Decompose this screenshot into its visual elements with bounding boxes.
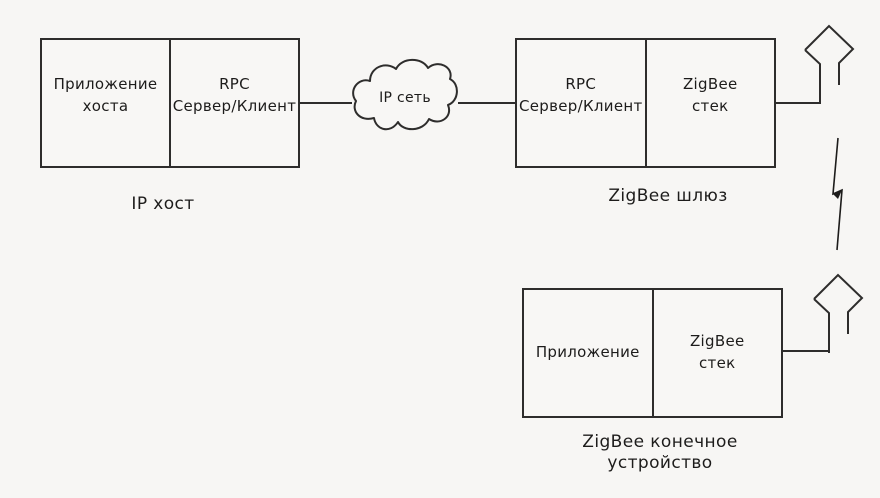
connector-host-to-cloud (300, 102, 352, 104)
ip-network-label: IP сеть (379, 90, 431, 106)
end-device-antenna-wire (783, 350, 830, 352)
gateway-stack-label: ZigBee стек (682, 75, 738, 115)
gateway-caption: ZigBee шлюз (608, 186, 728, 206)
gateway-stack-cell: ZigBee стек (647, 40, 775, 166)
end-device-app-label: Приложение (535, 343, 640, 362)
end-device-caption: ZigBee конечное устройство (582, 432, 738, 474)
ip-host-block: Приложение хоста RPC Сервер/Клиент (40, 38, 300, 168)
end-device-app-cell: Приложение (524, 290, 654, 416)
end-device-stack-label: ZigBee стек (689, 332, 745, 372)
ip-host-rpc-label: RPC Сервер/Клиент (172, 75, 297, 115)
ip-host-app-cell: Приложение хоста (42, 40, 171, 166)
antenna-icon (813, 273, 864, 353)
gateway-antenna-wire (776, 102, 821, 104)
lightning-bolt-icon (832, 137, 843, 251)
zigbee-gateway-block: RPC Сервер/Клиент ZigBee стек (515, 38, 776, 168)
ip-host-caption: IP хост (131, 194, 195, 214)
zigbee-end-device-block: Приложение ZigBee стек (522, 288, 783, 418)
connector-cloud-to-gateway (458, 102, 515, 104)
ip-host-rpc-cell: RPC Сервер/Клиент (171, 40, 298, 166)
antenna-icon (804, 24, 855, 104)
gateway-rpc-cell: RPC Сервер/Клиент (517, 40, 647, 166)
end-device-stack-cell: ZigBee стек (654, 290, 782, 416)
gateway-rpc-label: RPC Сервер/Клиент (518, 75, 643, 115)
cloud-icon (352, 58, 458, 131)
ip-host-app-label: Приложение хоста (53, 75, 158, 115)
ip-network-cloud: IP сеть (350, 56, 460, 140)
